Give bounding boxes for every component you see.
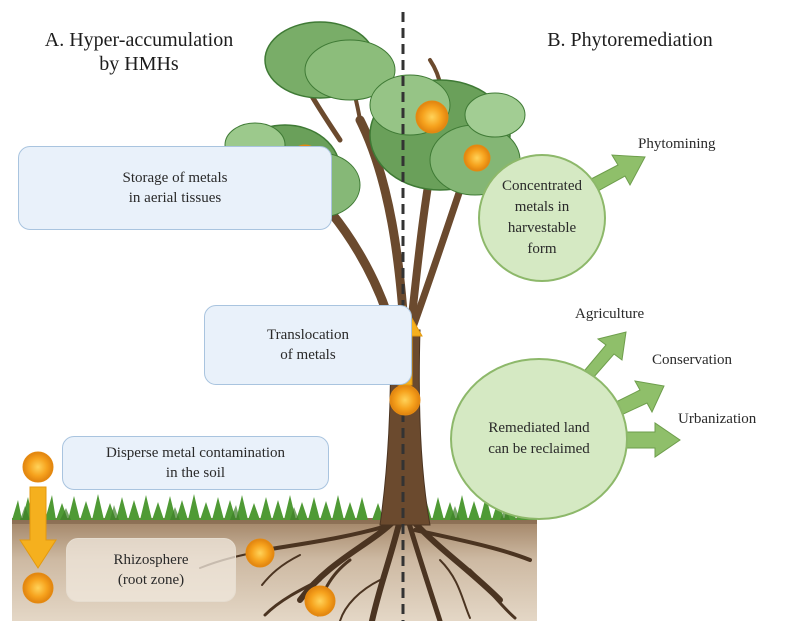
heading-line: A. Hyper-accumulation: [44, 29, 234, 51]
circle-line: Concentrated: [502, 178, 582, 194]
urbanization-arrow: [624, 422, 681, 458]
circle-line: harvestable: [507, 220, 577, 236]
label-urbanization: Urbanization: [678, 411, 757, 427]
metal-particle: [245, 538, 275, 568]
label-agriculture: Agriculture: [575, 306, 645, 322]
metal-particle: [304, 585, 336, 617]
box-line: (root zone): [117, 572, 185, 588]
box-line: Storage of metals: [122, 170, 228, 186]
box-line: of metals: [280, 347, 336, 363]
box-translocation: Translocation of metals: [204, 305, 412, 385]
label-conservation: Conservation: [652, 352, 732, 368]
box-line: Translocation: [267, 327, 349, 343]
heading-hyper-accumulation: A. Hyper-accumulation by HMHs: [8, 28, 270, 76]
metal-particle: [22, 572, 54, 604]
metal-particle: [22, 451, 54, 483]
soil-down-arrow: [19, 486, 57, 569]
box-rhizosphere: Rhizosphere (root zone): [66, 538, 236, 602]
box-storage-of-metals: Storage of metals in aerial tissues: [18, 146, 332, 230]
circle-concentrated-metals: Concentrated metals in harvestable form: [478, 154, 606, 282]
circle-line: metals in: [514, 199, 570, 215]
box-line: Rhizosphere: [113, 552, 189, 568]
heading-text: B. Phytoremediation: [547, 29, 713, 51]
heading-line: by HMHs: [99, 53, 179, 75]
circle-remediated-land: Remediated land can be reclaimed: [450, 358, 628, 520]
metal-particle: [463, 144, 491, 172]
metal-particle: [389, 384, 421, 416]
label-phytomining: Phytomining: [638, 136, 716, 152]
metal-particle: [415, 100, 449, 134]
box-disperse-contamination: Disperse metal contamination in the soil: [62, 436, 329, 490]
box-line: in the soil: [165, 465, 226, 481]
box-line: in aerial tissues: [128, 190, 222, 206]
circle-line: Remediated land: [488, 420, 590, 436]
circle-line: can be reclaimed: [488, 441, 590, 457]
agriculture-arrow: [584, 331, 627, 379]
box-line: Disperse metal contamination: [105, 445, 286, 461]
circle-line: form: [527, 241, 557, 257]
heading-phytoremediation: B. Phytoremediation: [510, 28, 750, 52]
